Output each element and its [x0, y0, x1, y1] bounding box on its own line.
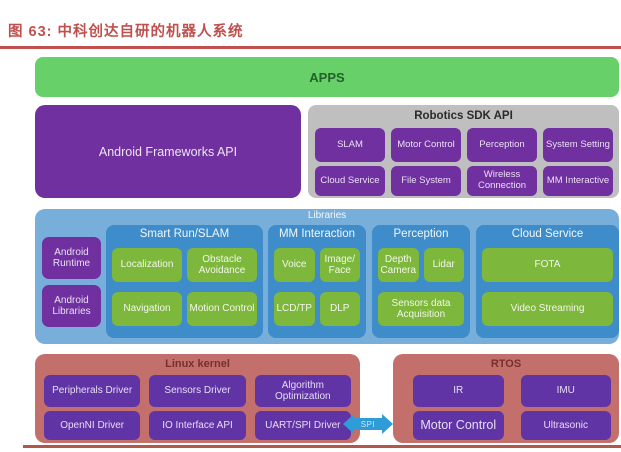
sdk-block-mm-interactive: MM Interactive — [543, 166, 613, 196]
robotics-sdk-api-panel: Robotics SDK API SLAM Motor Control Perc… — [308, 105, 619, 198]
block-openni-driver: OpenNI Driver — [44, 411, 141, 440]
bottom-border-line — [23, 445, 621, 448]
figure-title: 图 63: 中科创达自研的机器人系统 — [8, 24, 244, 40]
mm-row-1: Voice Image/ Face — [274, 248, 360, 282]
kernel-row-1: Peripherals Driver Sensors Driver Algori… — [44, 375, 351, 407]
sdk-block-file-system: File System — [391, 166, 461, 196]
spi-label: SPI — [354, 418, 382, 430]
block-depth-camera: Depth Camera — [378, 248, 419, 282]
mm-row-2: LCD/TP DLP — [274, 292, 360, 326]
arrow-right-head-icon — [382, 414, 393, 434]
block-uart-spi-driver: UART/SPI Driver — [254, 411, 351, 440]
sdk-block-slam: SLAM — [315, 128, 385, 162]
group-cloud-service-title: Cloud Service — [511, 228, 584, 240]
block-motion-control: Motion Control — [187, 292, 257, 326]
block-fota: FOTA — [482, 248, 613, 282]
group-perception: Perception Depth Camera Lidar Sensors da… — [372, 225, 470, 338]
block-sensors-driver: Sensors Driver — [149, 375, 246, 407]
rtos-row-2: Motor Control Ultrasonic — [413, 411, 611, 440]
block-image-face: Image/ Face — [319, 248, 360, 282]
block-lcd-tp: LCD/TP — [274, 292, 315, 326]
block-navigation: Navigation — [112, 292, 182, 326]
block-rtos-motor-control: Motor Control — [413, 411, 504, 440]
android-runtime-block: Android Runtime — [42, 237, 101, 279]
sdk-row-1: SLAM Motor Control Perception System Set… — [315, 128, 613, 162]
block-ultrasonic: Ultrasonic — [520, 411, 611, 440]
sdk-row-2: Cloud Service File System Wireless Conne… — [315, 166, 613, 196]
sdk-block-cloud-service: Cloud Service — [315, 166, 385, 196]
block-imu: IMU — [520, 375, 611, 407]
rtos-row-1: IR IMU — [413, 375, 611, 407]
block-ir: IR — [413, 375, 504, 407]
block-localization: Localization — [112, 248, 182, 282]
sdk-block-wireless-connection: Wireless Connection — [467, 166, 537, 196]
block-lidar: Lidar — [423, 248, 464, 282]
group-cloud-service: Cloud Service FOTA Video Streaming — [476, 225, 619, 338]
spi-connector-arrow: SPI — [343, 414, 393, 434]
block-sensors-data-acquisition: Sensors data Acquisition — [378, 292, 464, 326]
group-mm-interaction-title: MM Interaction — [278, 228, 356, 240]
sdk-block-motor-control: Motor Control — [391, 128, 461, 162]
apps-layer: APPS — [35, 57, 619, 97]
group-smart-run-slam: Smart Run/SLAM Localization Obstacle Avo… — [106, 225, 263, 338]
rtos-panel: RTOS IR IMU Motor Control Ultrasonic — [393, 354, 619, 443]
block-peripherals-driver: Peripherals Driver — [44, 375, 141, 407]
kernel-row-2: OpenNI Driver IO Interface API UART/SPI … — [44, 411, 351, 440]
rtos-title: RTOS — [490, 358, 522, 370]
android-libraries-block: Android Libraries — [42, 285, 101, 327]
title-underline — [0, 46, 621, 49]
linux-kernel-title: Linux kernel — [165, 358, 230, 370]
block-obstacle-avoidance: Obstacle Avoidance — [187, 248, 257, 282]
libraries-title: Libraries — [307, 210, 347, 221]
libraries-panel: Libraries Android Runtime Android Librar… — [35, 209, 619, 344]
block-voice: Voice — [274, 248, 315, 282]
cloud-row-1: FOTA — [482, 248, 613, 282]
sdk-block-perception: Perception — [467, 128, 537, 162]
group-perception-title: Perception — [393, 228, 449, 240]
linux-kernel-panel: Linux kernel Peripherals Driver Sensors … — [35, 354, 360, 443]
robotics-sdk-api-title: Robotics SDK API — [414, 110, 513, 122]
smart-run-row-1: Localization Obstacle Avoidance — [112, 248, 257, 282]
sdk-block-system-setting: System Setting — [543, 128, 613, 162]
android-frameworks-api-block: Android Frameworks API — [35, 105, 301, 198]
block-io-interface-api: IO Interface API — [149, 411, 246, 440]
arrow-left-head-icon — [343, 414, 354, 434]
perception-row-1: Depth Camera Lidar — [378, 248, 464, 282]
group-mm-interaction: MM Interaction Voice Image/ Face LCD/TP … — [268, 225, 366, 338]
cloud-row-2: Video Streaming — [482, 292, 613, 326]
perception-row-2: Sensors data Acquisition — [378, 292, 464, 326]
block-algorithm-optimization: Algorithm Optimization — [254, 375, 351, 407]
block-dlp: DLP — [319, 292, 360, 326]
group-smart-run-slam-title: Smart Run/SLAM — [139, 228, 230, 240]
smart-run-row-2: Navigation Motion Control — [112, 292, 257, 326]
block-video-streaming: Video Streaming — [482, 292, 613, 326]
